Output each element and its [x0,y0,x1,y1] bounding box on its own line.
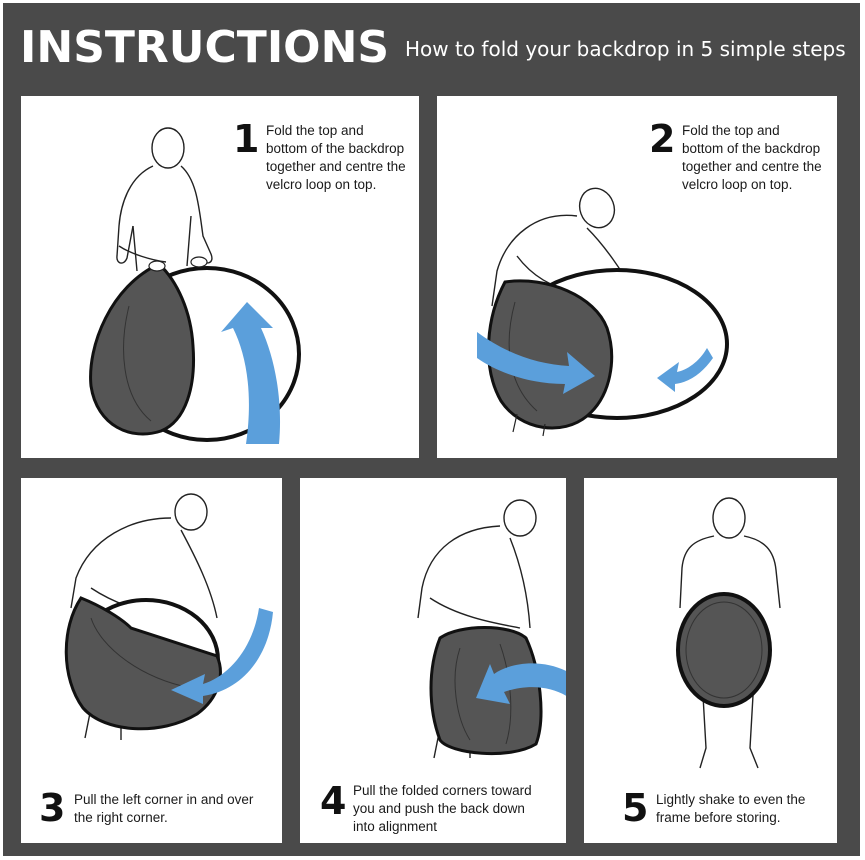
arrow-left-small-icon [657,348,713,392]
step-2-panel: 2 Fold the top and bottom of the backdro… [437,96,837,458]
page-subtitle: How to fold your backdrop in 5 simple st… [405,37,846,61]
step-5-illustration [676,497,781,769]
page-title: INSTRUCTIONS [20,22,390,73]
step-4-illustration [417,499,566,759]
step-1-panel: 1 Fold the top and bottom of the backdro… [21,96,419,458]
step-5-number: 5 [622,786,649,830]
arrow-curved-back-icon [476,663,566,704]
folded-backdrop-disc [676,592,772,708]
step-4-panel: 4 Pull the folded corners toward you and… [300,478,566,843]
step-2-text: Fold the top and bottom of the backdrop … [682,123,822,192]
arrow-curved-up-icon [221,302,281,444]
step-2-number: 2 [649,117,676,161]
step-5-panel: 5 Lightly shake to even the frame before… [584,478,837,843]
backdrop-dark-half [89,262,195,436]
step-1-illustration [89,127,301,444]
step-3-text: Pull the left corner in and over the rig… [74,792,254,825]
step-2-illustration [477,187,729,437]
step-3-panel: 3 Pull the left corner in and over the r… [21,478,282,843]
step-3-illustration [64,493,273,740]
backdrop-dark-folded [64,596,222,731]
step-1-text: Fold the top and bottom of the backdrop … [266,123,406,192]
arrow-right-icon [477,332,595,394]
step-4-number: 4 [320,779,347,823]
arrow-curved-left-icon [171,608,273,704]
step-3-number: 3 [39,786,66,830]
step-4-text: Pull the folded corners toward you and p… [353,783,532,834]
step-1-number: 1 [233,117,260,161]
step-5-text: Lightly shake to even the frame before s… [656,792,806,825]
